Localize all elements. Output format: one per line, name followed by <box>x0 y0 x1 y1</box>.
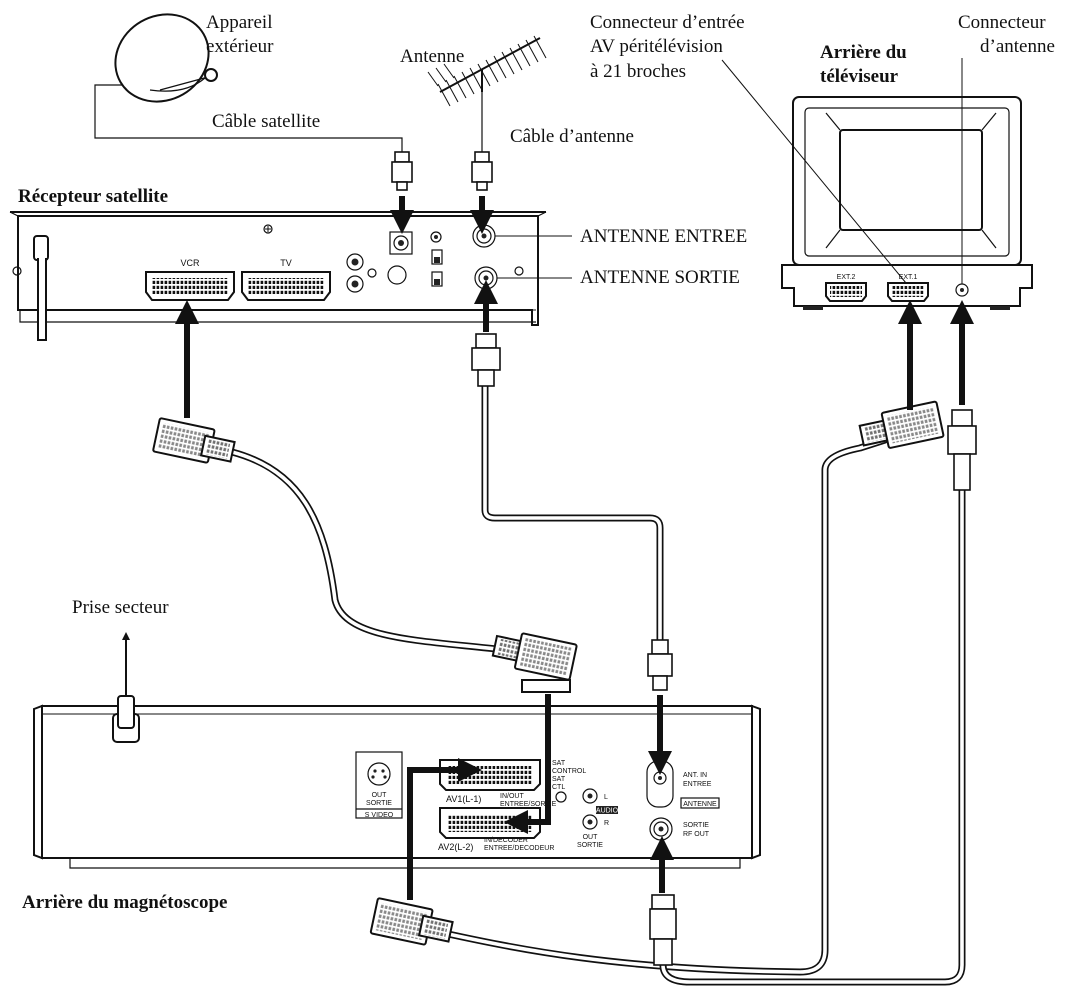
av2-label: AV2(L-2) <box>438 842 473 852</box>
rf-out-sortie-label: SORTIE <box>683 822 709 829</box>
connection-arrows <box>122 196 974 900</box>
antenna-cable-plug <box>471 151 493 191</box>
audio-r-label: R <box>604 820 609 827</box>
svideo-label: S VIDEO <box>365 812 394 819</box>
satellite-receiver-label: Récepteur satellite <box>18 186 168 207</box>
receiver-vcr-label: VCR <box>180 258 200 268</box>
antenna-connector-label-2: d’antenne <box>980 36 1055 57</box>
satellite-dish <box>114 13 218 103</box>
antenna-label: Antenne <box>400 46 464 67</box>
svideo-out-label: OUT <box>372 792 388 799</box>
antenna-in-label: ANTENNE ENTREE <box>580 226 747 247</box>
audio-out-jacks: L AUDIO R OUT SORTIE <box>577 788 619 849</box>
rf-cable-receiver-to-vcr <box>481 381 664 652</box>
outdoor-unit-label-2: extérieur <box>206 36 274 57</box>
satellite-cable-plug <box>391 151 413 191</box>
tv-back-label-1: Arrière du <box>820 42 907 63</box>
s-video-out-jack: OUT SORTIE S VIDEO <box>355 751 403 819</box>
scart-plug-vcr-av2 <box>369 897 454 946</box>
receiver-scart-vcr <box>145 271 235 301</box>
scart-connector-label-1: Connecteur d’entrée <box>590 12 745 33</box>
rf-out-label: RF OUT <box>683 831 710 838</box>
audio-sortie-label: SORTIE <box>577 842 603 849</box>
av1-label: AV1(L-1) <box>446 794 481 804</box>
receiver-tv-label: TV <box>280 258 292 268</box>
audio-badge: AUDIO <box>596 808 619 815</box>
scart-plug-receiver-side <box>152 417 236 464</box>
tv-scart-ext2 <box>825 282 867 302</box>
satellite-dish-cable <box>94 84 403 152</box>
antenna-cable-label: Câble d’antenne <box>510 126 634 147</box>
antenna-out-label: ANTENNE SORTIE <box>580 267 740 288</box>
tv-ext2-label: EXT.2 <box>837 274 856 281</box>
scart-cable-vcr-to-tv <box>426 436 889 976</box>
scart-cable-receiver-to-vcr <box>228 448 509 654</box>
ant-in-label: ANT. IN <box>683 772 707 779</box>
av1-sub-1: IN/OUT <box>500 793 524 800</box>
sat-control-1: SAT <box>552 760 566 767</box>
vcr-scart-av1 <box>439 759 541 791</box>
rf-plug-vcr-rf-out <box>649 894 677 966</box>
antenna-connector-label-1: Connecteur <box>958 12 1046 33</box>
sat-control-3: SAT <box>552 776 566 783</box>
scart-plug-tv-side <box>858 400 945 449</box>
outdoor-unit-label-1: Appareil <box>206 12 272 33</box>
vcr-back-label: Arrière du magnétoscope <box>22 892 227 913</box>
receiver-scart-tv <box>241 271 331 301</box>
satellite-cable-label: Câble satellite <box>212 111 320 132</box>
sat-control-4: CTL <box>552 784 565 791</box>
rf-plug-tv-antenna <box>947 409 977 491</box>
antenne-label: ANTENNE <box>683 801 717 808</box>
mains-outlet-label: Prise secteur <box>72 597 169 618</box>
satellite-receiver: VCR TV <box>9 211 547 341</box>
tv-ext1-label: EXT.1 <box>899 274 918 281</box>
scart-connector-label-3: à 21 broches <box>590 61 686 82</box>
vcr: OUT SORTIE S VIDEO AV1(L-1) IN/OUT ENTRE… <box>33 695 761 869</box>
av2-sub-1: IN/DECODER <box>484 837 528 844</box>
scart-plug-vcr-av1 <box>491 632 578 681</box>
scart-connector-label-2: AV péritélévision <box>590 36 723 57</box>
television: EXT.2 EXT.1 <box>781 96 1033 310</box>
tv-scart-ext1 <box>887 282 929 302</box>
tv-antenna <box>427 35 547 107</box>
av2-sub-2: ENTREE/DECODEUR <box>484 845 554 852</box>
av1-sub-2: ENTREE/SORTIE <box>500 801 557 808</box>
svideo-sortie-label: SORTIE <box>366 800 392 807</box>
tv-back-label-2: téléviseur <box>820 66 899 87</box>
ant-in-entree-label: ENTREE <box>683 781 712 788</box>
rf-cable-vcr-to-tv <box>659 486 966 986</box>
audio-out-label: OUT <box>583 834 599 841</box>
rf-plug-receiver-out <box>471 333 501 387</box>
rf-plug-vcr-ant-in <box>647 639 673 691</box>
audio-l-label: L <box>604 794 608 801</box>
sat-control-2: CONTROL <box>552 768 586 775</box>
